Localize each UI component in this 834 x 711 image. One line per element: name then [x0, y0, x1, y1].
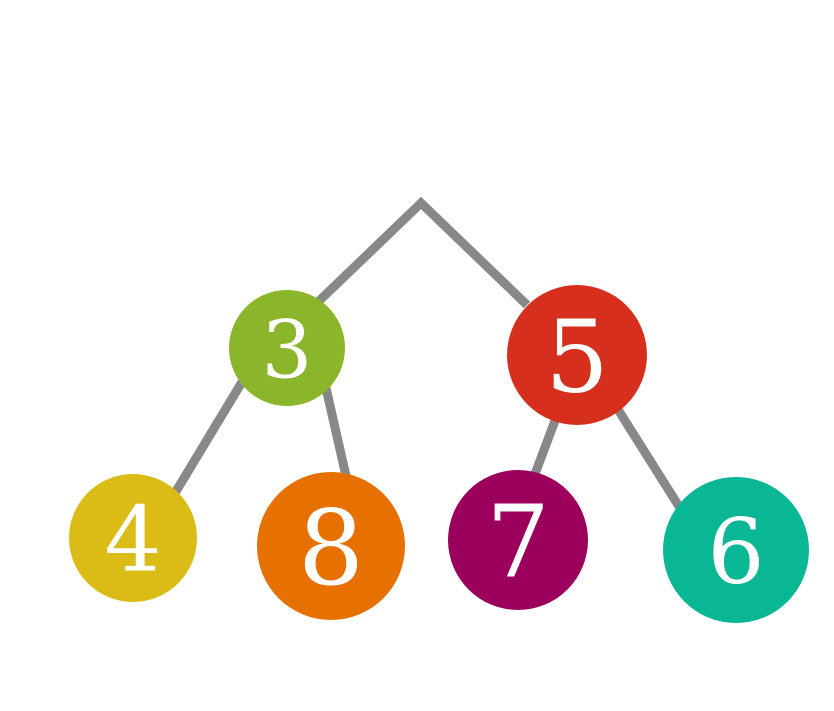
node-3-circle [229, 290, 345, 406]
node-5: 5 [507, 285, 647, 425]
node-7: 7 [448, 470, 588, 610]
node-6-label: 6 [707, 500, 764, 605]
node-6-circle [663, 477, 809, 623]
edge-5-6 [613, 405, 684, 511]
node-3-label: 3 [262, 304, 313, 397]
node-5-label: 5 [545, 299, 609, 416]
node-5-circle [507, 285, 647, 425]
node-4: 4 [69, 474, 197, 602]
node-3: 3 [229, 290, 345, 406]
node-4-label: 4 [104, 488, 161, 593]
node-4-circle [69, 474, 197, 602]
node-8-circle [257, 472, 405, 620]
node-6: 6 [663, 477, 809, 623]
node-7-circle [448, 470, 588, 610]
edge-5-7 [527, 416, 561, 484]
node-7-label: 7 [486, 484, 550, 601]
node-8-label: 8 [298, 487, 364, 609]
edge-3-4 [171, 379, 246, 496]
edge-apex [314, 196, 531, 309]
edge-3-8 [321, 387, 351, 477]
node-8: 8 [257, 472, 405, 620]
